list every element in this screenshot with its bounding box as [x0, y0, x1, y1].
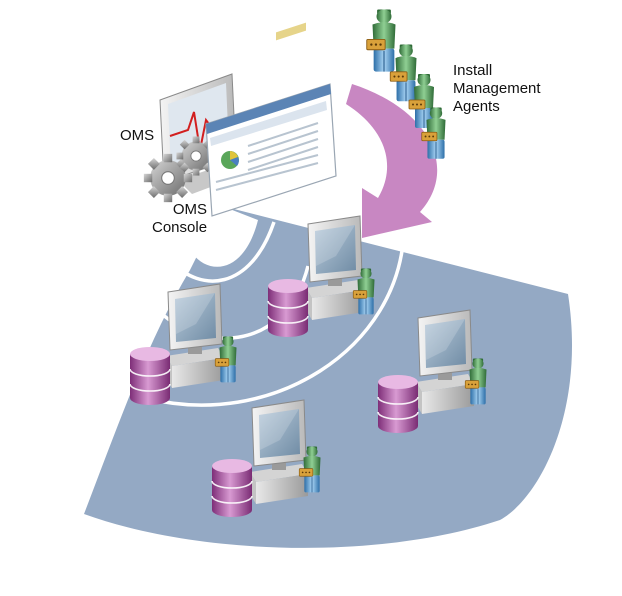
install-agents-label-line-1: Install: [453, 62, 493, 79]
install-agents-label-line-2: Management: [453, 80, 541, 97]
oms-console-label: OMS Console: [152, 201, 207, 237]
install-agents-label: Install Management Agents: [453, 62, 541, 116]
console-window-icon: [205, 22, 337, 217]
install-agents-label-line-3: Agents: [453, 98, 500, 115]
oms-label: OMS: [120, 127, 155, 144]
oms-console-label-line-2: Console: [152, 219, 208, 236]
oms-console-label-line-1: OMS: [172, 201, 208, 218]
console-hub-shape: [190, 206, 258, 267]
install-arrow-shape: [346, 84, 438, 238]
